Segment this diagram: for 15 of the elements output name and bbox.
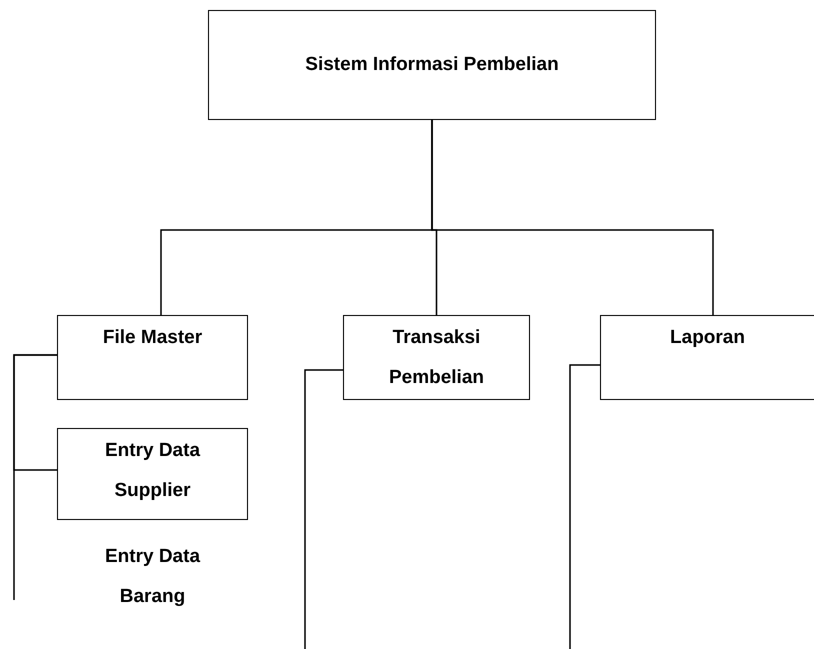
connector-line bbox=[569, 364, 600, 649]
node-text: Sistem Informasi Pembelian bbox=[304, 53, 560, 77]
node-text: File Master bbox=[102, 326, 204, 350]
connector-line bbox=[13, 354, 57, 600]
title-box bbox=[208, 10, 656, 120]
node-text: Entry Data Supplier bbox=[104, 439, 202, 503]
process-box bbox=[57, 315, 248, 400]
process-box bbox=[343, 315, 530, 400]
node-label: Entry Data Barang bbox=[104, 545, 202, 609]
connector-line bbox=[431, 120, 714, 315]
process-box bbox=[57, 428, 248, 520]
connector-line bbox=[304, 369, 343, 649]
node-text: Laporan bbox=[669, 326, 746, 350]
process-box bbox=[600, 315, 814, 400]
node-text: Transaksi Pembelian bbox=[388, 326, 486, 390]
